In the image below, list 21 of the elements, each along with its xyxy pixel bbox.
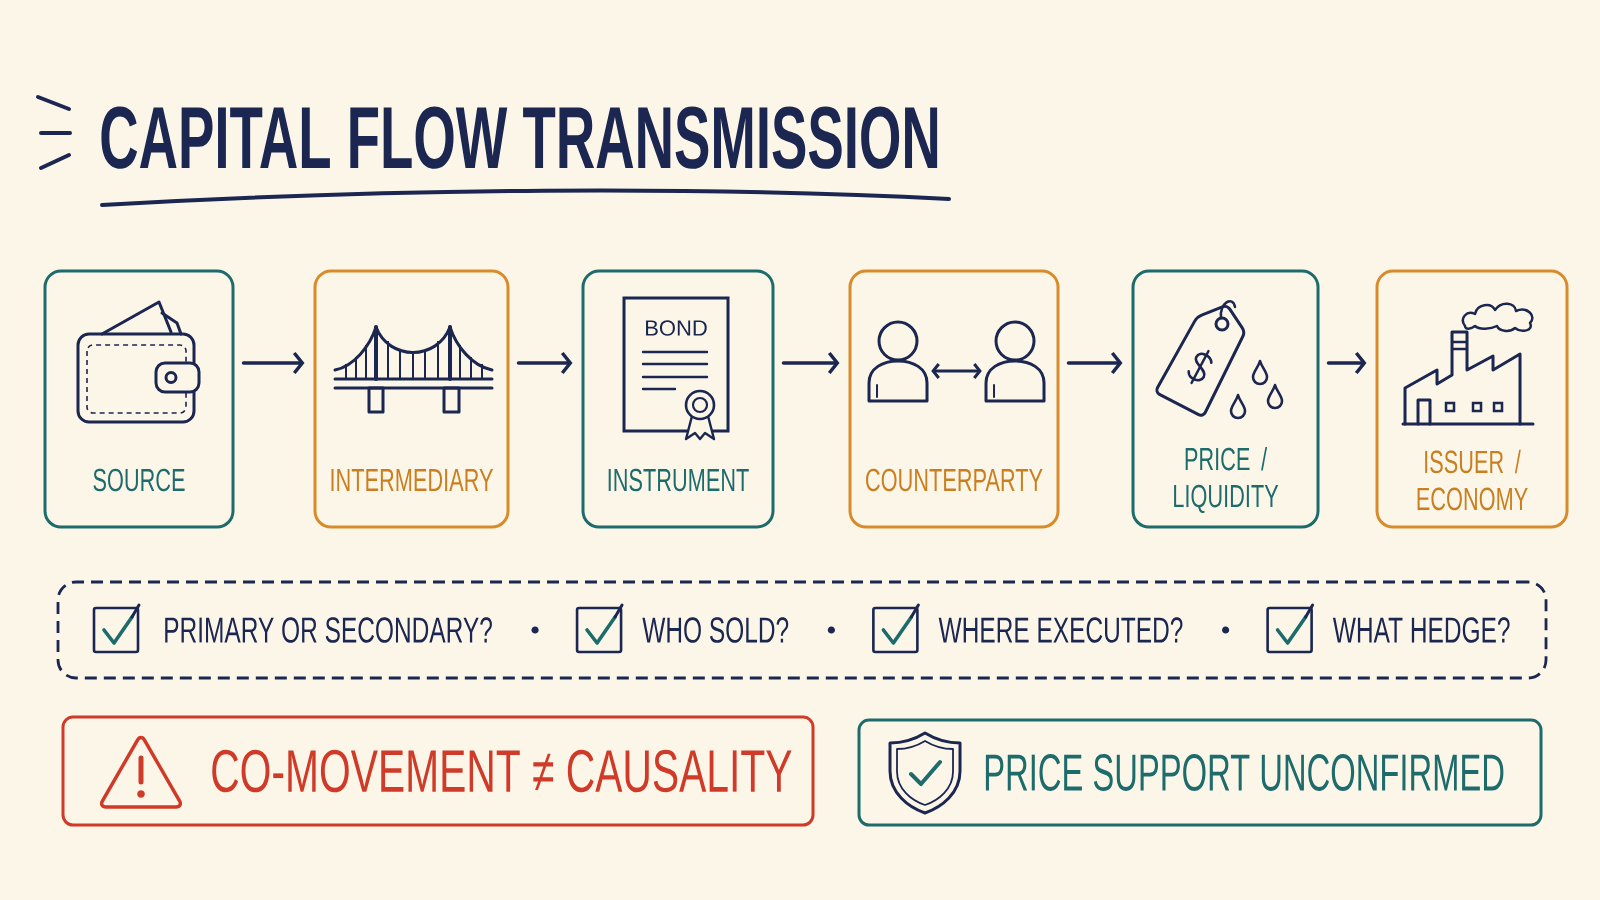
stage-box: PRICE / LIQUIDITY bbox=[1131, 269, 1320, 529]
arrow bbox=[931, 363, 982, 379]
arrow bbox=[516, 351, 573, 375]
checklist-item: PRIMARY OR SECONDARY? bbox=[165, 617, 492, 643]
person-icon bbox=[984, 320, 1046, 403]
checklist-item: WHO SOLD? bbox=[642, 617, 789, 643]
arrow bbox=[241, 351, 305, 375]
arrow bbox=[781, 351, 840, 375]
stage-box: SOURCE bbox=[43, 269, 235, 529]
bond-document: BOND bbox=[622, 296, 730, 441]
stage-box: ISSUER / ECONOMY bbox=[1375, 269, 1569, 529]
arrow bbox=[1326, 351, 1367, 375]
checklist-item: WHERE EXECUTED? bbox=[938, 617, 1183, 643]
checklist-item: WHAT HEDGE? bbox=[1332, 617, 1510, 643]
title: CAPITAL FLOW TRANSMISSION bbox=[101, 106, 938, 169]
stage-box: INTERMEDIARY bbox=[313, 269, 510, 529]
arrow bbox=[1066, 351, 1123, 375]
stage-box: COUNTERPARTY bbox=[848, 269, 1060, 529]
status-box: PRICE SUPPORT UNCONFIRMED bbox=[857, 718, 1543, 827]
warning-box: CO-MOVEMENT ≠ CAUSALITY bbox=[61, 715, 815, 827]
person-icon bbox=[867, 320, 929, 403]
